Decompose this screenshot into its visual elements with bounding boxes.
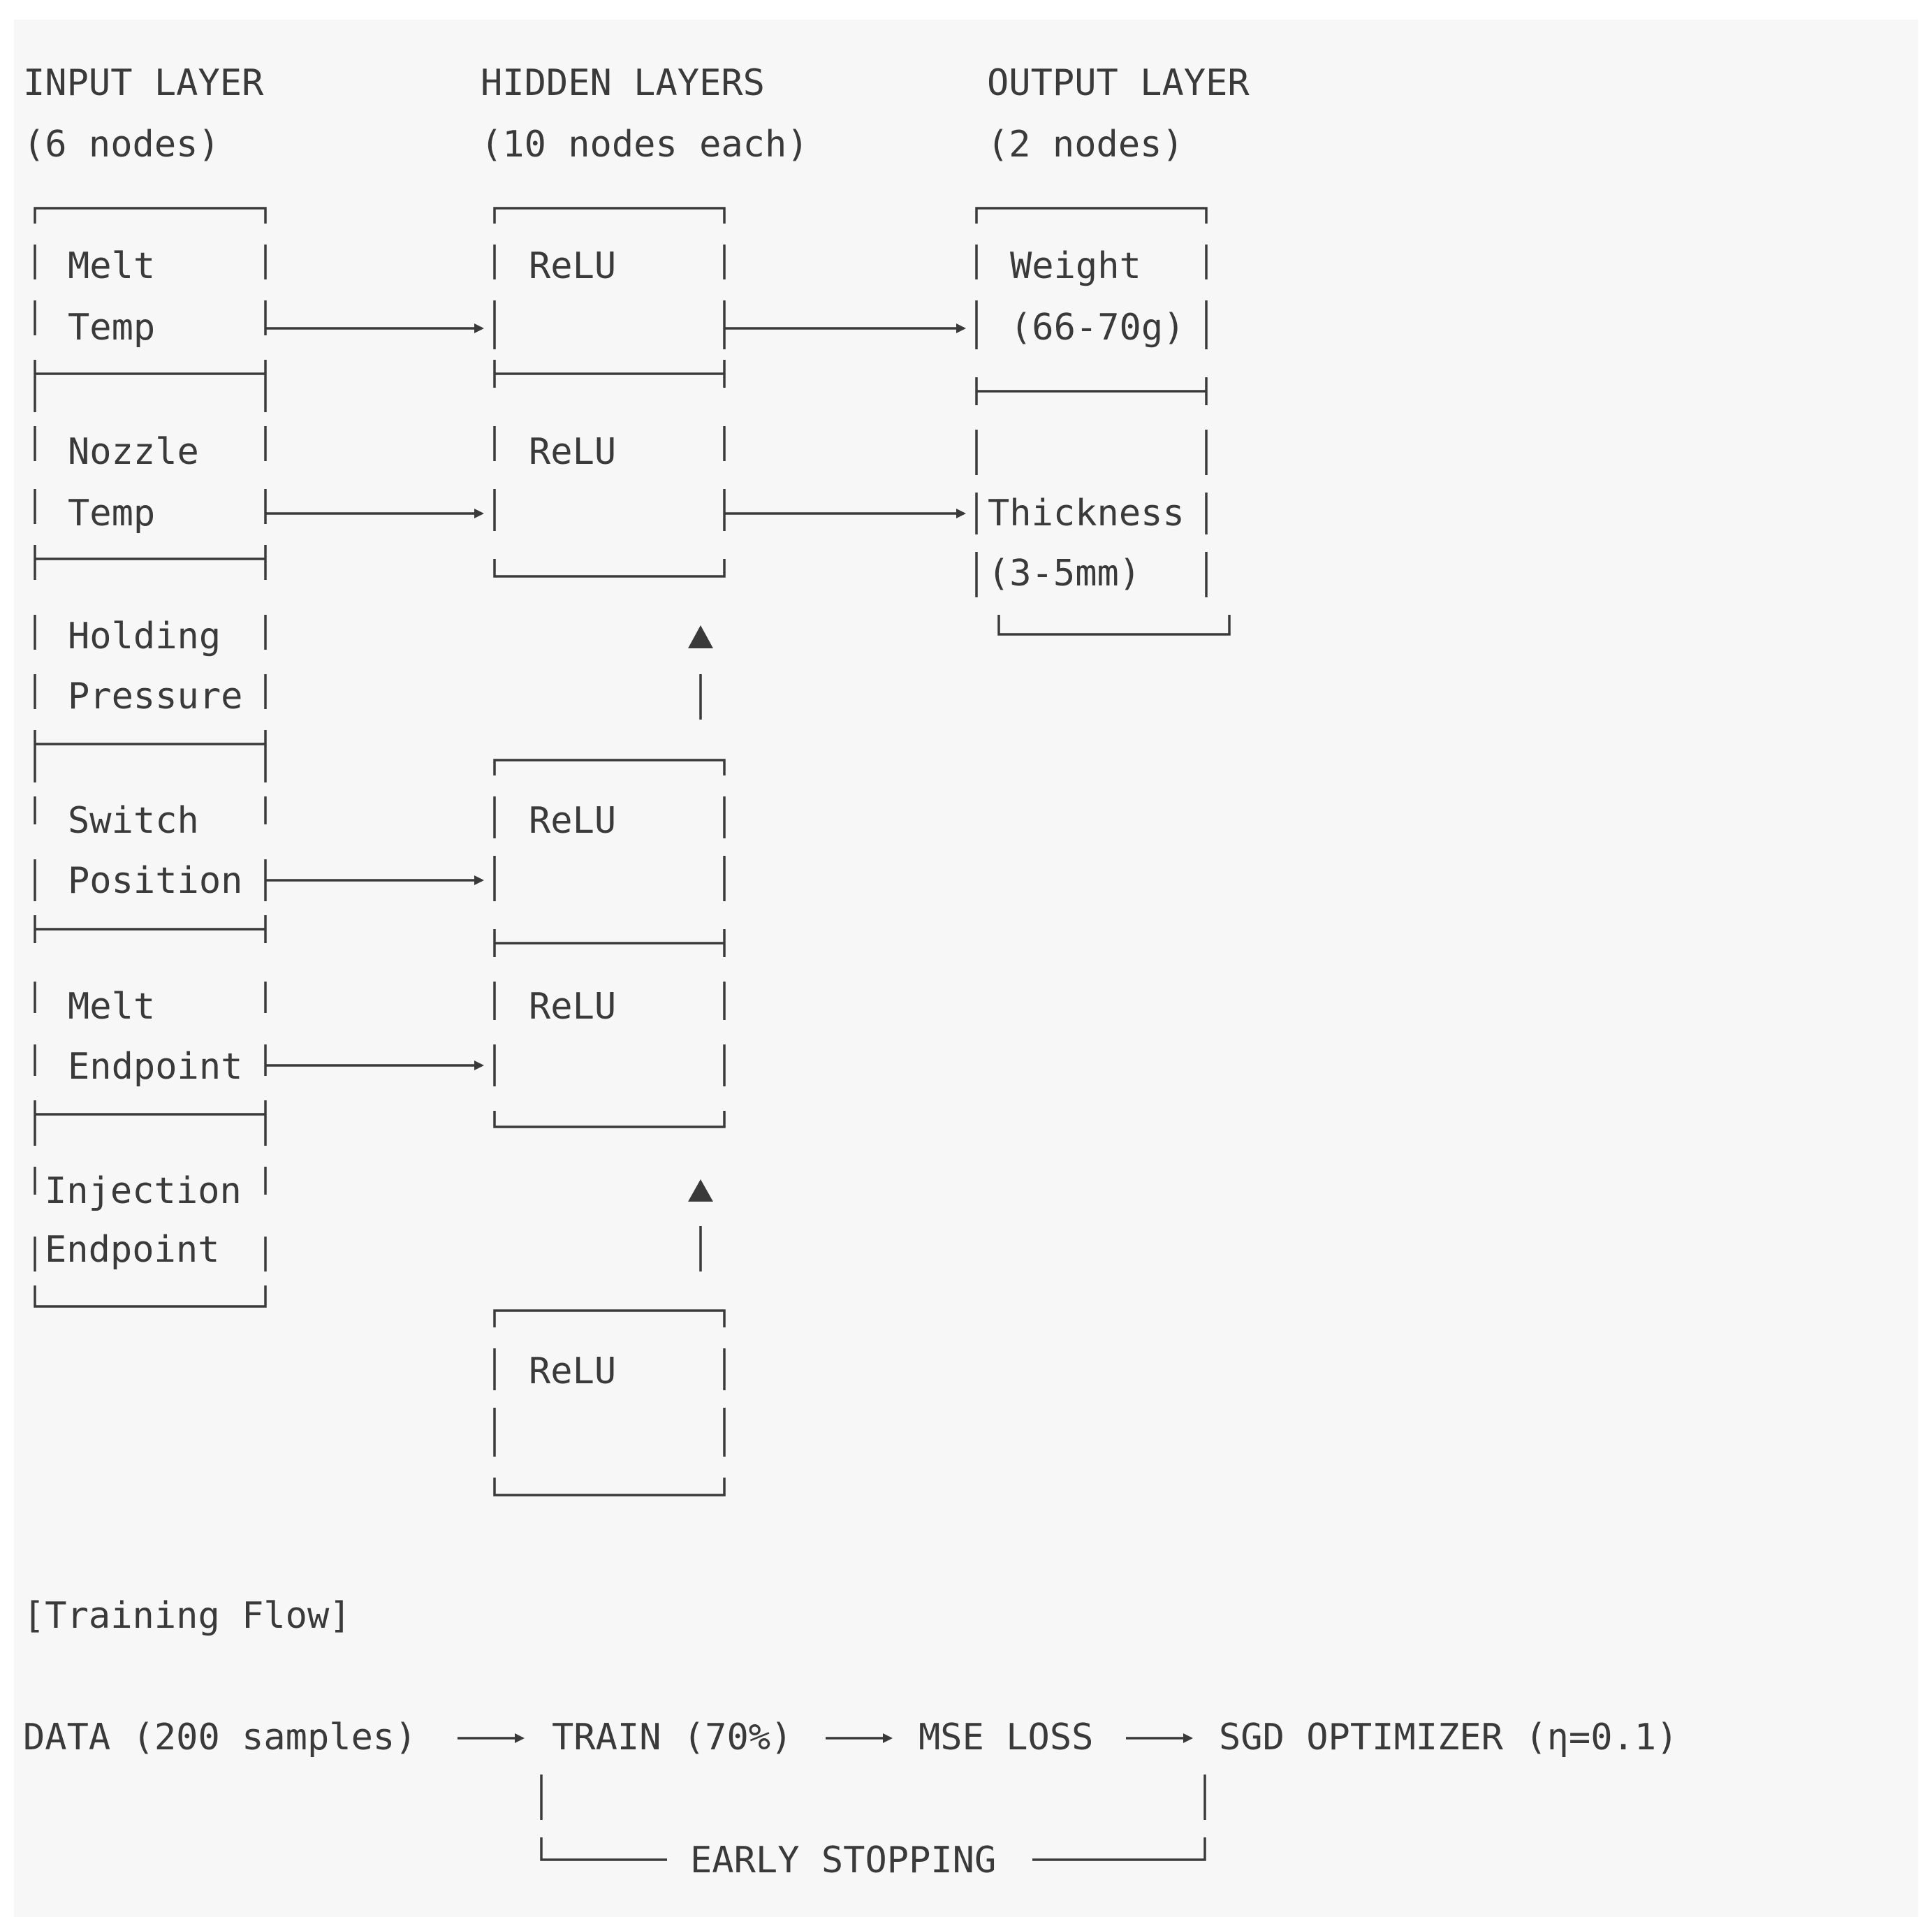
training-flow-title: [Training Flow] — [23, 1595, 351, 1637]
hidden-block-bottom-frame — [493, 1309, 726, 1496]
input-layer: Melt Temp Nozzle Temp Holding Pressure S… — [34, 207, 267, 1308]
input-node-5-line2: Endpoint — [68, 1046, 242, 1088]
forward-connections — [265, 323, 966, 1070]
output-layer: Weight (66-70g) Thickness (3-5mm) — [975, 207, 1231, 636]
output-layer-title: OUTPUT LAYER — [987, 62, 1250, 104]
input-node-3-line2: Pressure — [68, 676, 242, 717]
output-layer-subtitle: (2 nodes) — [987, 124, 1184, 166]
input-node-6-line1: Injection — [45, 1170, 242, 1212]
flow-loss-label: MSE LOSS — [919, 1717, 1093, 1758]
input-layer-frame — [34, 207, 267, 1308]
training-flow: [Training Flow] DATA (200 samples) TRAIN… — [23, 1595, 1678, 1881]
hidden-node-3-label: ReLU — [529, 800, 616, 842]
flow-train-label: TRAIN (70%) — [552, 1717, 792, 1758]
flow-data-label: DATA (200 samples) — [23, 1717, 417, 1758]
hidden-up-arrowhead-2 — [688, 1179, 713, 1202]
early-stopping-loop — [540, 1775, 1206, 1861]
hidden-up-arrowhead-1 — [688, 625, 713, 648]
hidden-block-mid-frame — [493, 759, 726, 1128]
hidden-layers: ReLU ReLU ReLU ReLU ReLU — [493, 207, 726, 1496]
input-node-4-line2: Position — [68, 860, 242, 902]
hidden-node-5-label: ReLU — [529, 1350, 616, 1392]
input-node-1-line1: Melt — [68, 245, 155, 287]
output-node-1-line1: Weight — [1010, 245, 1141, 287]
flow-optimizer-label: SGD OPTIMIZER (η=0.1) — [1219, 1717, 1678, 1758]
diagram-background — [14, 20, 1918, 1917]
output-node-2-line2: (3-5mm) — [988, 553, 1141, 595]
input-node-4-line1: Switch — [68, 800, 199, 842]
input-node-1-line2: Temp — [68, 307, 155, 349]
hidden-layers-title: HIDDEN LAYERS — [481, 62, 765, 104]
output-layer-frame — [975, 207, 1231, 636]
input-node-6-line2: Endpoint — [45, 1229, 219, 1271]
hidden-block-top-frame — [493, 207, 726, 578]
input-node-2-line1: Nozzle — [68, 431, 199, 473]
hidden-node-4-label: ReLU — [529, 986, 616, 1028]
hidden-node-1-label: ReLU — [529, 245, 616, 287]
output-node-1-line2: (66-70g) — [1010, 307, 1185, 349]
input-layer-title: INPUT LAYER — [23, 62, 264, 104]
hidden-layers-subtitle: (10 nodes each) — [481, 124, 809, 166]
hidden-node-2-label: ReLU — [529, 431, 616, 473]
input-node-5-line1: Melt — [68, 986, 155, 1028]
input-node-3-line1: Holding — [68, 615, 221, 657]
output-node-2-line1: Thickness — [988, 493, 1185, 534]
early-stopping-label: EARLY STOPPING — [690, 1839, 996, 1881]
input-node-2-line2: Temp — [68, 493, 155, 534]
input-layer-subtitle: (6 nodes) — [23, 124, 220, 166]
